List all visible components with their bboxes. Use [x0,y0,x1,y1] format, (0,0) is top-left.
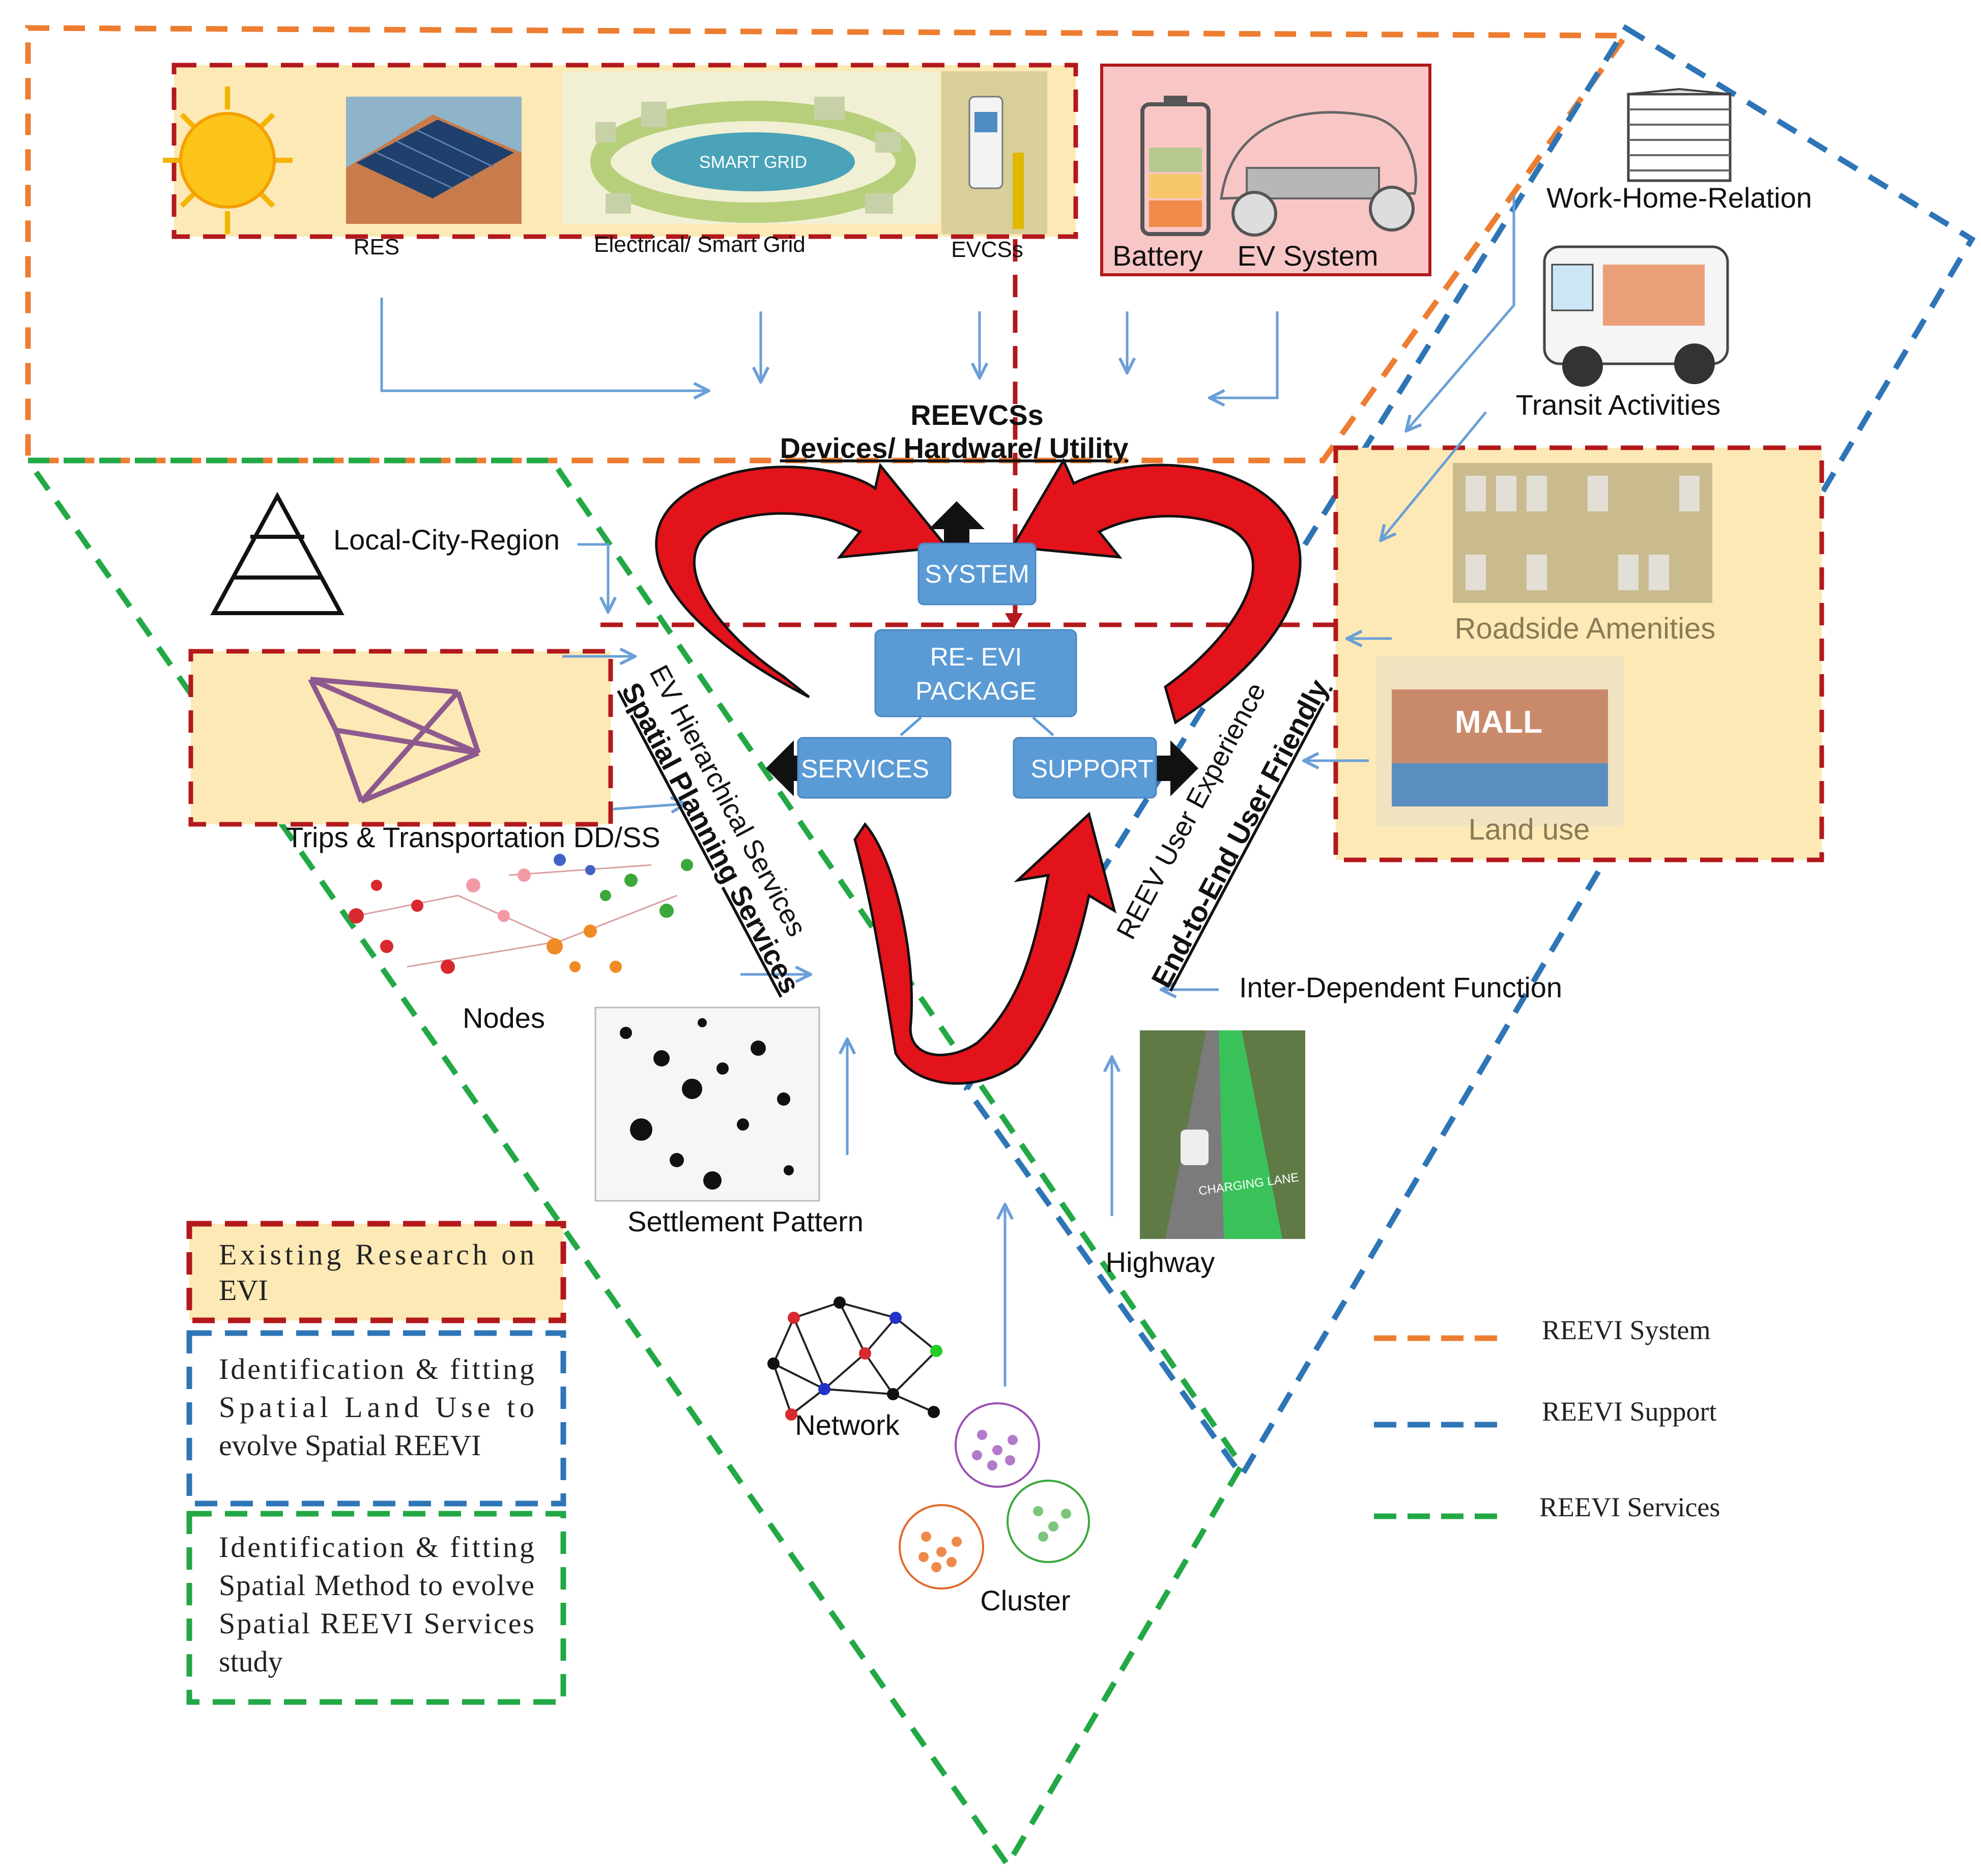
package-node[interactable] [874,629,1077,717]
package-to-support-line [1032,716,1054,736]
interdependent-label: Inter-Dependent Function [1239,971,1562,1003]
package-label-line1: RE- EVI [930,643,1022,671]
smart-grid-label: Electrical/ Smart Grid [594,232,806,257]
reevcss-title: REEVCSs [910,399,1043,431]
cluster-image [899,1402,1090,1590]
support-line-1: Identification & fitting [219,1352,534,1386]
roadside-landuse-box: Roadside Amenities MALL Land use [1333,445,1824,862]
existing-research-box: Existing Research on EVI [186,1221,566,1323]
nodes-graph-image [349,854,693,974]
services-line-2: Spatial Method to evolve [219,1569,534,1602]
legend-label-support: REEVI Support [1542,1396,1717,1427]
system-node[interactable] [917,542,1037,605]
support-description-box: Identification & fitting Spatial Land Us… [186,1330,566,1507]
highway-image: CHARGING LANE [1140,1030,1305,1239]
support-node[interactable] [1013,737,1157,799]
reevi-system-region [25,25,1631,464]
land-use-label: Land use [1469,813,1590,846]
battery-label: Battery [1112,240,1202,272]
services-node-label: SERVICES [801,755,929,783]
package-label-line2: PACKAGE [915,677,1037,705]
parking-lot-image [1453,463,1712,603]
settlement-label: Settlement Pattern [627,1205,864,1237]
services-description-box: Identification & fitting Spatial Method … [186,1511,566,1705]
legend-label-system: REEVI System [1542,1315,1711,1345]
cycle-arrow-top-left [655,463,949,699]
existing-line-2: EVI [219,1274,268,1307]
ev-system-label: EV System [1238,240,1379,272]
services-line-4: study [219,1645,283,1678]
left-arrow [766,740,809,796]
package-to-services-line [900,716,922,736]
top-image-strip: SMART GRID RES Electrical/ Smart Grid EV… [163,63,1078,262]
sun-icon [163,86,293,234]
legend-label-services: REEVI Services [1539,1492,1720,1522]
cluster-label: Cluster [980,1584,1070,1617]
food-truck-icon [1543,245,1729,387]
battery-icon [1140,96,1211,236]
cycle-arrows [655,457,1302,1085]
work-home-label: Work-Home-Relation [1546,182,1812,214]
highway-label: Highway [1106,1246,1215,1278]
connector-arrows [380,196,1515,1387]
up-arrow [929,501,985,550]
cycle-arrow-bottom [853,812,1116,1085]
support-line-3: evolve Spatial REEVI [219,1429,481,1462]
settlement-map-image [594,1006,820,1202]
legend: REEVI System REEVI Support REEVI Service… [1374,1315,1720,1522]
network-graph-icon [767,1296,942,1421]
smart-grid-image: SMART GRID [562,71,939,224]
black-arrows [766,501,1198,796]
building-icon [1627,88,1732,182]
devices-hardware-title: Devices/ Hardware/ Utility [780,432,1129,464]
transit-label: Transit Activities [1516,389,1720,421]
services-node[interactable] [797,737,952,799]
evcs-label: EVCSs [951,237,1023,262]
res-label: RES [354,235,399,259]
network-label: Network [795,1409,900,1441]
support-node-label: SUPPORT [1031,755,1154,783]
roadside-amenities-label: Roadside Amenities [1455,612,1716,645]
mall-image: MALL [1376,656,1623,827]
ev-charger-image [941,71,1047,234]
trips-label: Trips & Transportation DD/SS [286,821,661,853]
services-line-3: Spatial REEVI Services [219,1607,534,1640]
down-red-arrow [1005,613,1023,628]
services-line-1: Identification & fitting [219,1531,534,1564]
solar-house-image [346,97,522,224]
ev-chassis-icon [1220,111,1417,237]
battery-ev-box: Battery EV System [1100,64,1431,276]
nodes-label: Nodes [463,1002,545,1034]
mall-sign: MALL [1455,705,1542,740]
reevi-support-region [963,24,1976,1481]
system-node-label: SYSTEM [925,560,1029,588]
smart-grid-center-label: SMART GRID [699,153,807,172]
right-arrow [1155,740,1198,796]
trips-map-box [188,649,613,827]
pyramid-icon [210,492,344,615]
cycle-arrow-top-right [1010,457,1302,725]
local-city-region-label: Local-City-Region [333,524,560,556]
support-line-2: Spatial Land Use to [219,1391,534,1424]
